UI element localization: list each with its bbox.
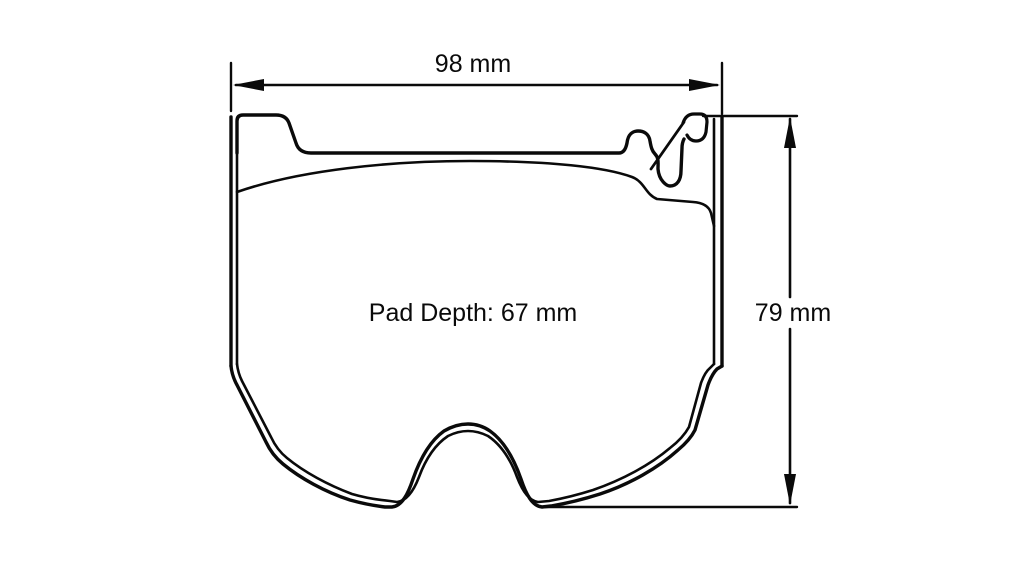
height-arrowhead-bottom	[784, 474, 796, 505]
width-arrowhead-right	[689, 79, 720, 91]
bottom-contour-outer	[229, 364, 724, 509]
hook-diagonal	[649, 120, 686, 171]
bottom-contour-inner	[235, 362, 716, 504]
height-dimension-label: 79 mm	[755, 299, 831, 327]
friction-top-arc	[235, 159, 716, 228]
width-arrowhead-left	[233, 79, 264, 91]
top-right-ear	[681, 112, 709, 143]
height-arrowhead-top	[784, 117, 796, 148]
width-dimension-label: 98 mm	[435, 50, 511, 78]
pad-outline	[229, 112, 724, 509]
backing-plate-top-contour	[235, 113, 686, 188]
pad-depth-label: Pad Depth: 67 mm	[369, 299, 577, 327]
height-dimension: 79 mm	[543, 114, 831, 509]
width-dimension: 98 mm	[229, 50, 724, 116]
